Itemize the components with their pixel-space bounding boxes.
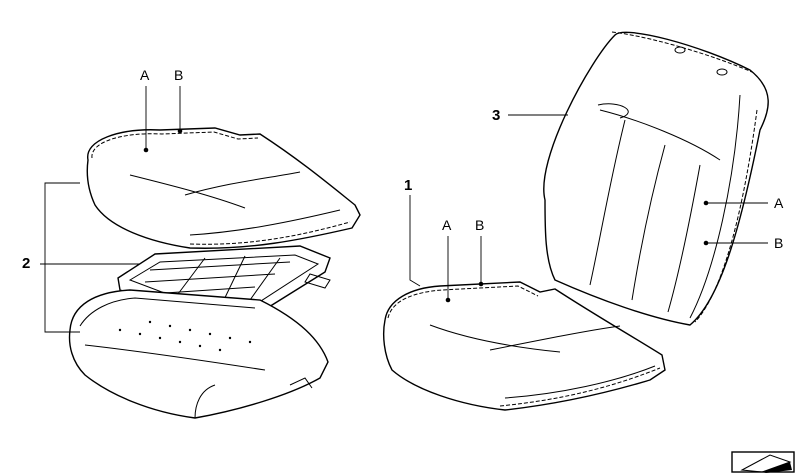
label-right-cushion-b: B xyxy=(475,217,485,233)
point-right-b xyxy=(478,281,484,287)
page-corner-icon xyxy=(731,451,795,473)
label-part-1: 1 xyxy=(404,177,413,194)
label-right-cushion-a: A xyxy=(442,217,452,233)
bracket-part-2 xyxy=(44,182,80,333)
leader-part-1 xyxy=(409,195,421,287)
label-left-cushion-a: A xyxy=(140,67,150,83)
label-part-3: 3 xyxy=(492,107,501,124)
label-backrest-b: B xyxy=(774,235,784,251)
right-cushion-cover xyxy=(383,281,666,411)
label-backrest-a: A xyxy=(774,195,784,211)
seat-frame-holes xyxy=(118,320,252,352)
label-left-cushion-b: B xyxy=(174,67,184,83)
point-left-a xyxy=(143,147,149,153)
left-cushion-cover xyxy=(86,127,361,249)
backrest xyxy=(543,31,769,326)
heating-mat-grid xyxy=(144,255,291,309)
point-right-a xyxy=(445,297,451,303)
point-backrest-b xyxy=(703,240,709,246)
seat-frame xyxy=(68,289,329,419)
point-left-b xyxy=(177,128,183,134)
label-part-2: 2 xyxy=(22,255,31,272)
point-backrest-a xyxy=(703,200,709,206)
